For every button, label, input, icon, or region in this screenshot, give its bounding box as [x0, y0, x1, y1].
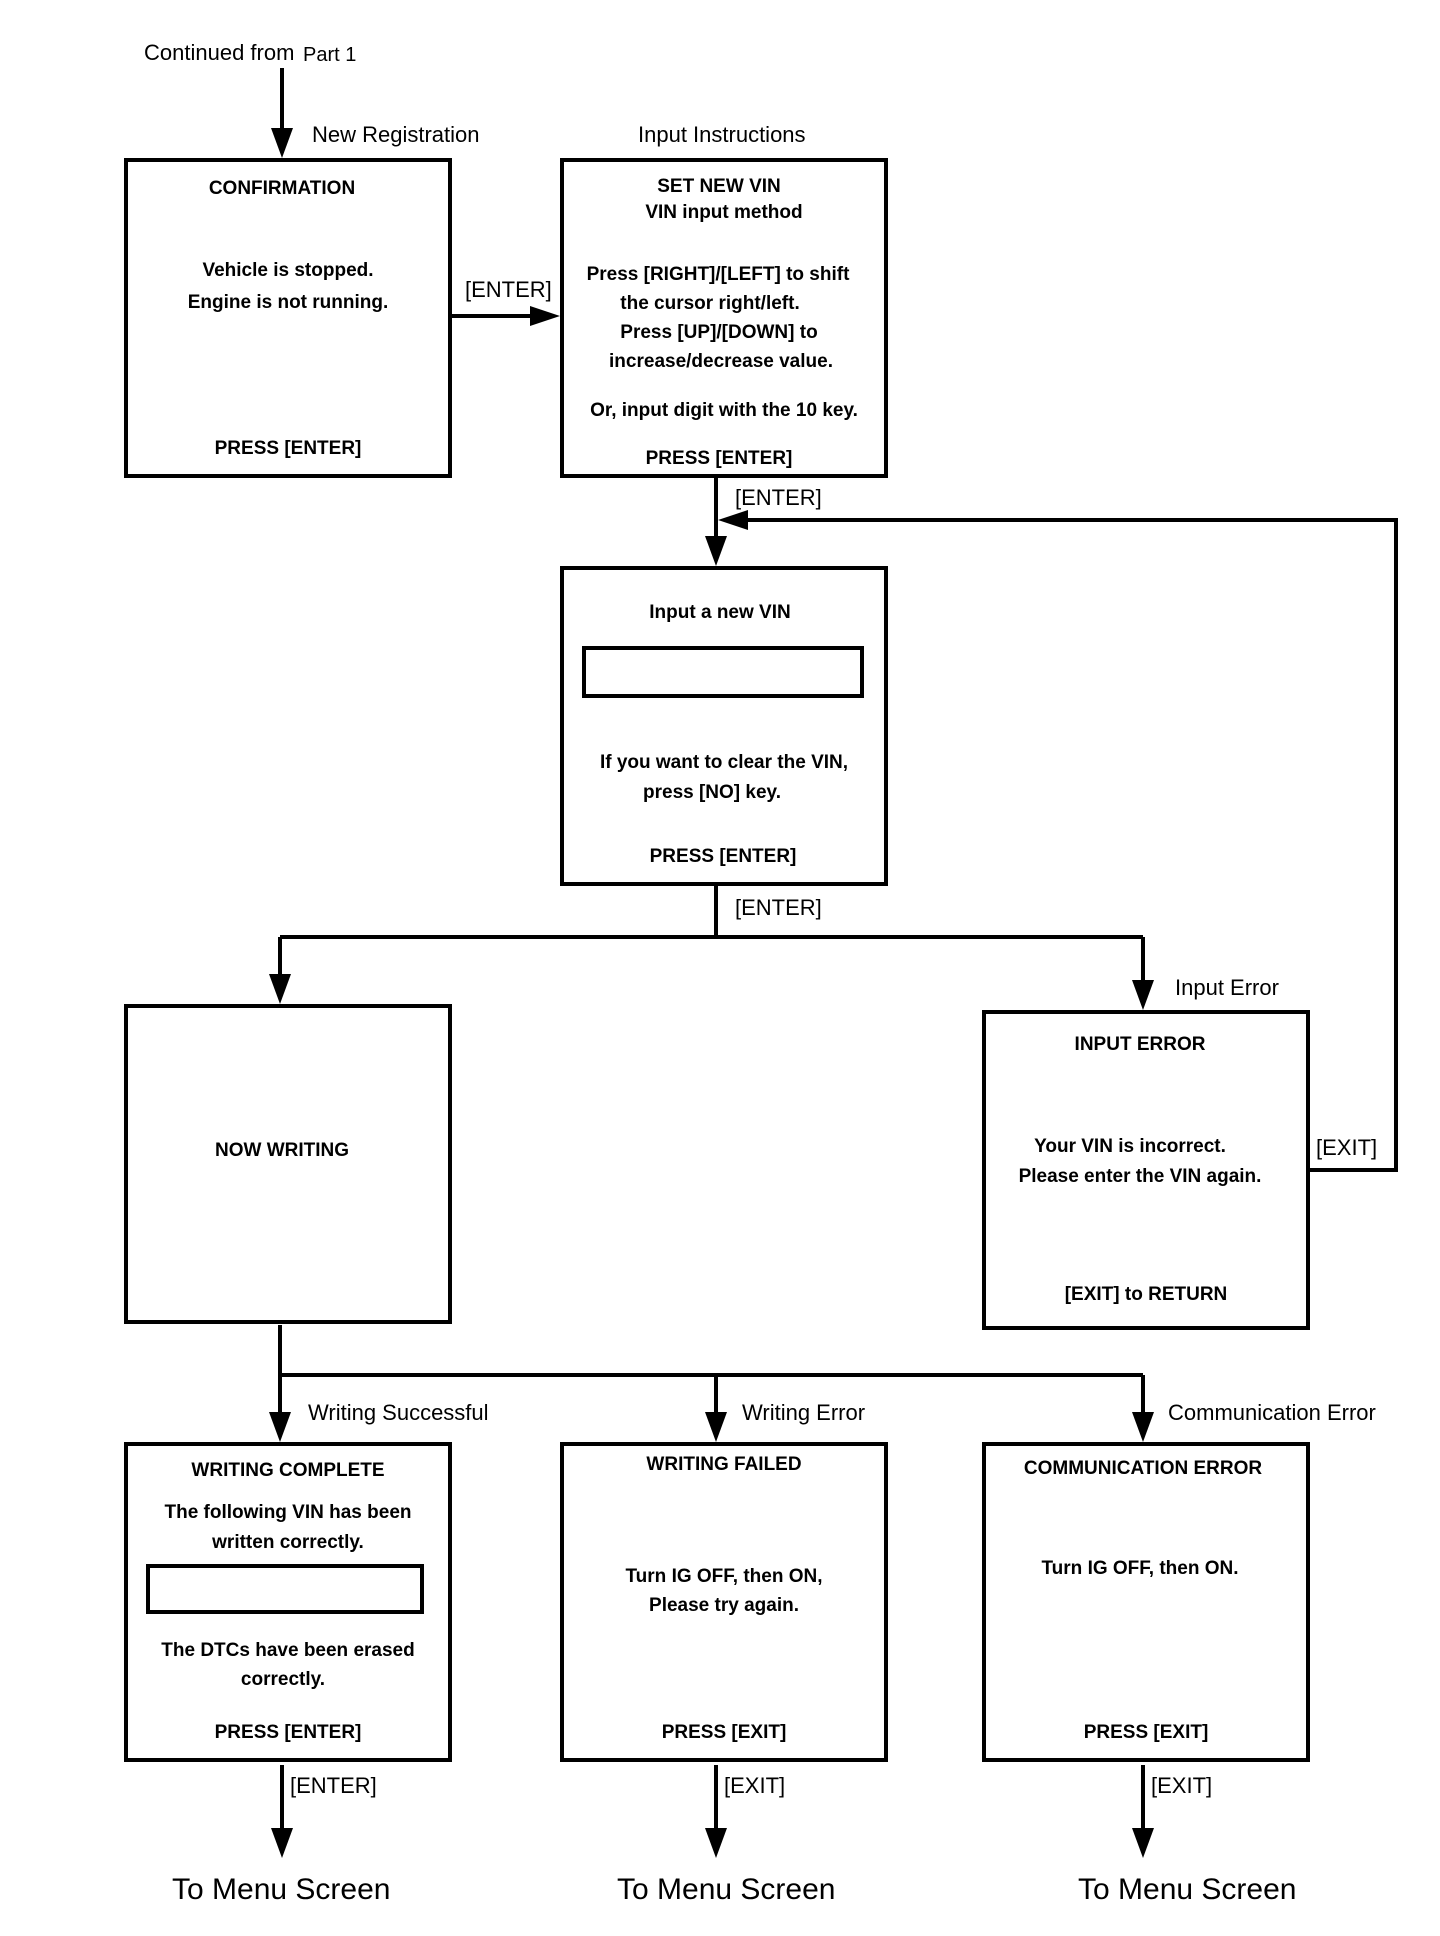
enter-label-3: [ENTER]: [735, 895, 822, 920]
enter-label-2: [ENTER]: [735, 485, 822, 510]
set-new-vin-line-3: Press [UP]/[DOWN] to: [620, 322, 818, 343]
set-new-vin-line-5: Or, input digit with the 10 key.: [590, 400, 858, 421]
writing-complete-footer: PRESS [ENTER]: [214, 1722, 362, 1743]
vin-input-field: [582, 646, 864, 698]
confirmation-line-1: Vehicle is stopped.: [202, 260, 374, 281]
communication-error-footer: PRESS [EXIT]: [1083, 1722, 1209, 1743]
connector-exit-loop: [740, 518, 1398, 1172]
exit-out-label-1: [EXIT]: [724, 1773, 786, 1798]
arrowhead-to-complete: [269, 1412, 291, 1442]
writing-failed-line-2: Please try again.: [649, 1595, 799, 1616]
arrowhead-set-to-input: [705, 536, 727, 566]
writing-failed-line-1: Turn IG OFF, then ON,: [625, 1566, 823, 1587]
communication-error-title: COMMUNICATION ERROR: [1023, 1458, 1263, 1479]
confirmation-line-2: Engine is not running.: [187, 292, 389, 313]
part-label: Part 1: [303, 44, 357, 66]
new-registration-label: New Registration: [312, 122, 480, 147]
set-new-vin-line-1: Press [RIGHT]/[LEFT] to shift: [586, 264, 850, 285]
now-writing-screen-box: NOW WRITING: [124, 1004, 452, 1324]
writing-failed-title: WRITING FAILED: [646, 1454, 802, 1475]
writing-error-label: Writing Error: [742, 1400, 866, 1425]
input-error-label: Input Error: [1175, 975, 1279, 1000]
now-writing-title: NOW WRITING: [214, 1140, 350, 1161]
arrowhead-out-3: [1132, 1828, 1154, 1858]
input-vin-line-2: press [NO] key.: [643, 782, 781, 803]
communication-error-screen-box: COMMUNICATION ERROR Turn IG OFF, then ON…: [982, 1442, 1310, 1762]
set-new-vin-line-4: increase/decrease value.: [609, 351, 833, 372]
writing-complete-line-4: correctly.: [240, 1669, 326, 1690]
writing-complete-title: WRITING COMPLETE: [191, 1460, 385, 1481]
enter-label-1: [ENTER]: [465, 277, 552, 302]
exit-out-label-2: [EXIT]: [1151, 1773, 1213, 1798]
input-error-title: INPUT ERROR: [1074, 1034, 1206, 1055]
to-menu-screen-2: To Menu Screen: [617, 1873, 836, 1906]
arrowhead-to-now-writing: [269, 974, 291, 1004]
confirmation-footer: PRESS [ENTER]: [214, 438, 362, 459]
arrowhead-to-comm-error: [1132, 1412, 1154, 1442]
to-menu-screen-3: To Menu Screen: [1078, 1873, 1297, 1906]
set-new-vin-footer: PRESS [ENTER]: [645, 448, 793, 469]
writing-complete-line-1: The following VIN has been: [164, 1502, 412, 1523]
exit-loop-label: [EXIT]: [1316, 1135, 1378, 1160]
communication-error-label: Communication Error: [1168, 1400, 1376, 1425]
written-vin-field: [146, 1564, 424, 1614]
input-vin-footer: PRESS [ENTER]: [649, 846, 797, 867]
set-new-vin-line-2: the cursor right/left.: [620, 293, 800, 314]
writing-complete-screen-box: WRITING COMPLETE The following VIN has b…: [124, 1442, 452, 1762]
writing-successful-label: Writing Successful: [308, 1400, 489, 1425]
continued-from-label: Continued from: [144, 40, 295, 65]
set-new-vin-title: SET NEW VIN: [657, 176, 781, 197]
set-new-vin-screen-box: SET NEW VIN VIN input method Press [RIGH…: [560, 158, 888, 478]
arrowhead-to-input-error: [1132, 980, 1154, 1010]
writing-failed-screen-box: WRITING FAILED Turn IG OFF, then ON, Ple…: [560, 1442, 888, 1762]
arrowhead-exit-loop: [718, 510, 748, 530]
input-vin-line-1: If you want to clear the VIN,: [599, 752, 849, 773]
enter-out-label: [ENTER]: [290, 1773, 377, 1798]
arrowhead-out-2: [705, 1828, 727, 1858]
input-vin-screen-box: Input a new VIN If you want to clear the…: [560, 566, 888, 886]
set-new-vin-subtitle: VIN input method: [645, 202, 803, 223]
to-menu-screen-1: To Menu Screen: [172, 1873, 391, 1906]
arrowhead-to-failed: [705, 1412, 727, 1442]
arrowhead-out-1: [271, 1828, 293, 1858]
communication-error-line-1: Turn IG OFF, then ON.: [1041, 1558, 1239, 1579]
arrowhead-start: [271, 128, 293, 158]
input-error-screen-box: INPUT ERROR Your VIN is incorrect. Pleas…: [982, 1010, 1310, 1330]
input-error-line-1: Your VIN is incorrect.: [1034, 1136, 1226, 1157]
writing-complete-line-2: written correctly.: [212, 1532, 364, 1553]
confirmation-screen-box: CONFIRMATION Vehicle is stopped. Engine …: [124, 158, 452, 478]
input-error-footer: [EXIT] to RETURN: [1064, 1284, 1228, 1305]
input-instructions-label: Input Instructions: [638, 122, 806, 147]
writing-failed-footer: PRESS [EXIT]: [661, 1722, 787, 1743]
input-vin-title: Input a new VIN: [649, 602, 791, 623]
confirmation-title: CONFIRMATION: [208, 178, 356, 199]
arrowhead-confirm-to-set: [530, 306, 560, 326]
input-error-line-2: Please enter the VIN again.: [1018, 1166, 1262, 1187]
writing-complete-line-3: The DTCs have been erased: [161, 1640, 415, 1661]
